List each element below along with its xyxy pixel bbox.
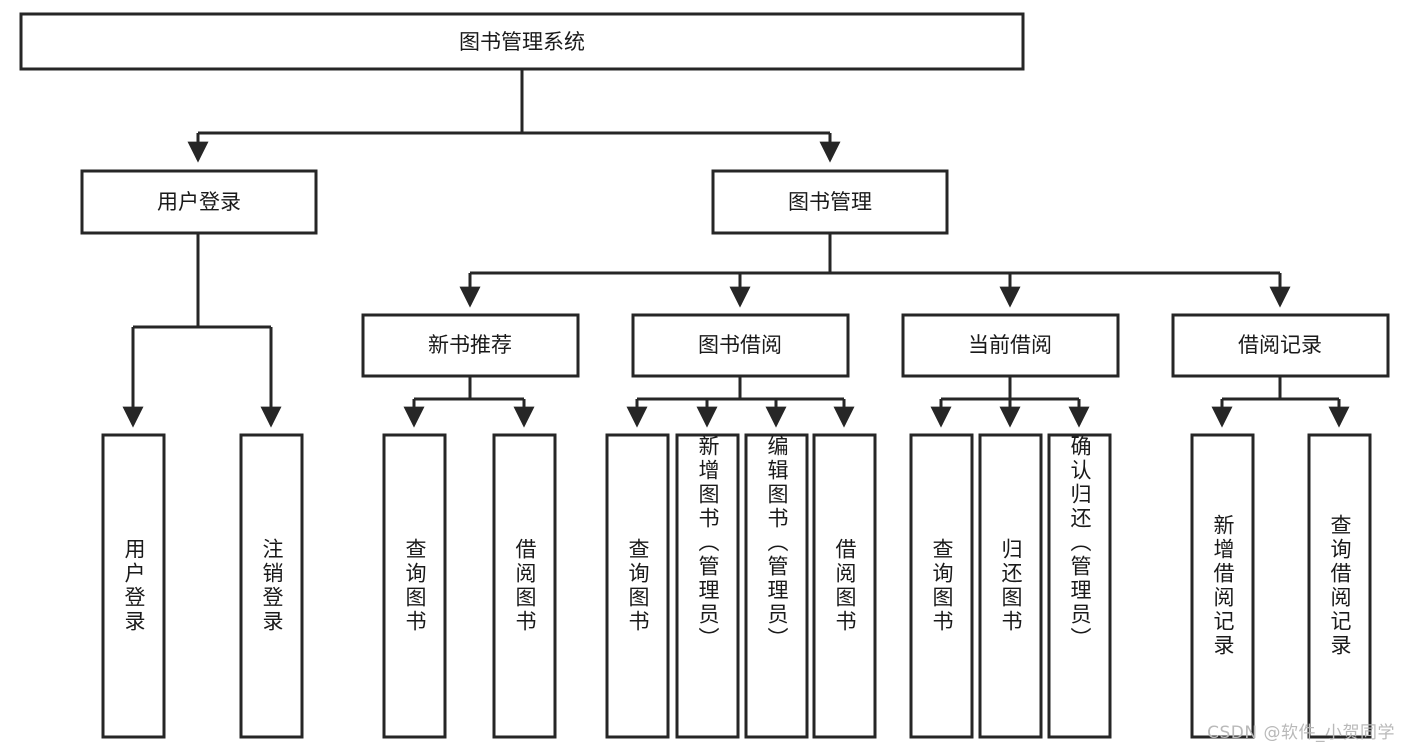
node-book-borrow-label: 图书借阅	[698, 333, 782, 357]
node-root[interactable]: 图书管理系统	[19, 12, 1025, 71]
connector-record-to-leaves	[1211, 376, 1350, 428]
node-current-borrow-label: 当前借阅	[968, 333, 1052, 357]
connector-bookmgmt-to-level3	[459, 233, 1291, 308]
leaf-borrow-book[interactable]	[812, 433, 877, 739]
node-current-borrow[interactable]: 当前借阅	[901, 313, 1120, 378]
leaf-query-book-borrow[interactable]	[605, 433, 670, 739]
leaf-edit-book-admin[interactable]	[744, 433, 809, 739]
node-user-login-label: 用户登录	[157, 190, 241, 214]
node-borrow-record[interactable]: 借阅记录	[1171, 313, 1390, 378]
node-new-book-recommend[interactable]: 新书推荐	[361, 313, 580, 378]
csdn-watermark: CSDN @软件_小贺同学	[1207, 723, 1395, 743]
node-user-login[interactable]: 用户登录	[80, 169, 318, 235]
connector-newbook-to-leaves	[403, 376, 535, 428]
node-borrow-record-label: 借阅记录	[1238, 333, 1322, 357]
connector-borrow-to-leaves	[626, 376, 855, 428]
node-book-borrow[interactable]: 图书借阅	[631, 313, 850, 378]
node-book-management-label: 图书管理	[788, 190, 872, 214]
leaf-borrow-book-recommend[interactable]	[492, 433, 557, 739]
leaf-confirm-return-admin[interactable]	[1047, 433, 1112, 739]
connector-current-to-leaves	[930, 376, 1090, 428]
leaf-return-book[interactable]	[978, 433, 1043, 739]
leaf-add-borrow-record[interactable]	[1190, 433, 1255, 739]
leaf-query-book-current[interactable]	[909, 433, 974, 739]
leaf-query-book-recommend[interactable]	[382, 433, 447, 739]
connector-root-to-level2	[187, 69, 841, 163]
connector-userlogin-to-leaves	[122, 233, 282, 428]
leaf-add-book-admin[interactable]	[675, 433, 740, 739]
node-root-label: 图书管理系统	[459, 30, 585, 54]
node-book-management[interactable]: 图书管理	[711, 169, 949, 235]
node-new-book-recommend-label: 新书推荐	[428, 333, 512, 357]
leaf-user-login[interactable]	[101, 433, 166, 739]
leaf-logout[interactable]	[239, 433, 304, 739]
leaf-query-borrow-record[interactable]	[1307, 433, 1372, 739]
